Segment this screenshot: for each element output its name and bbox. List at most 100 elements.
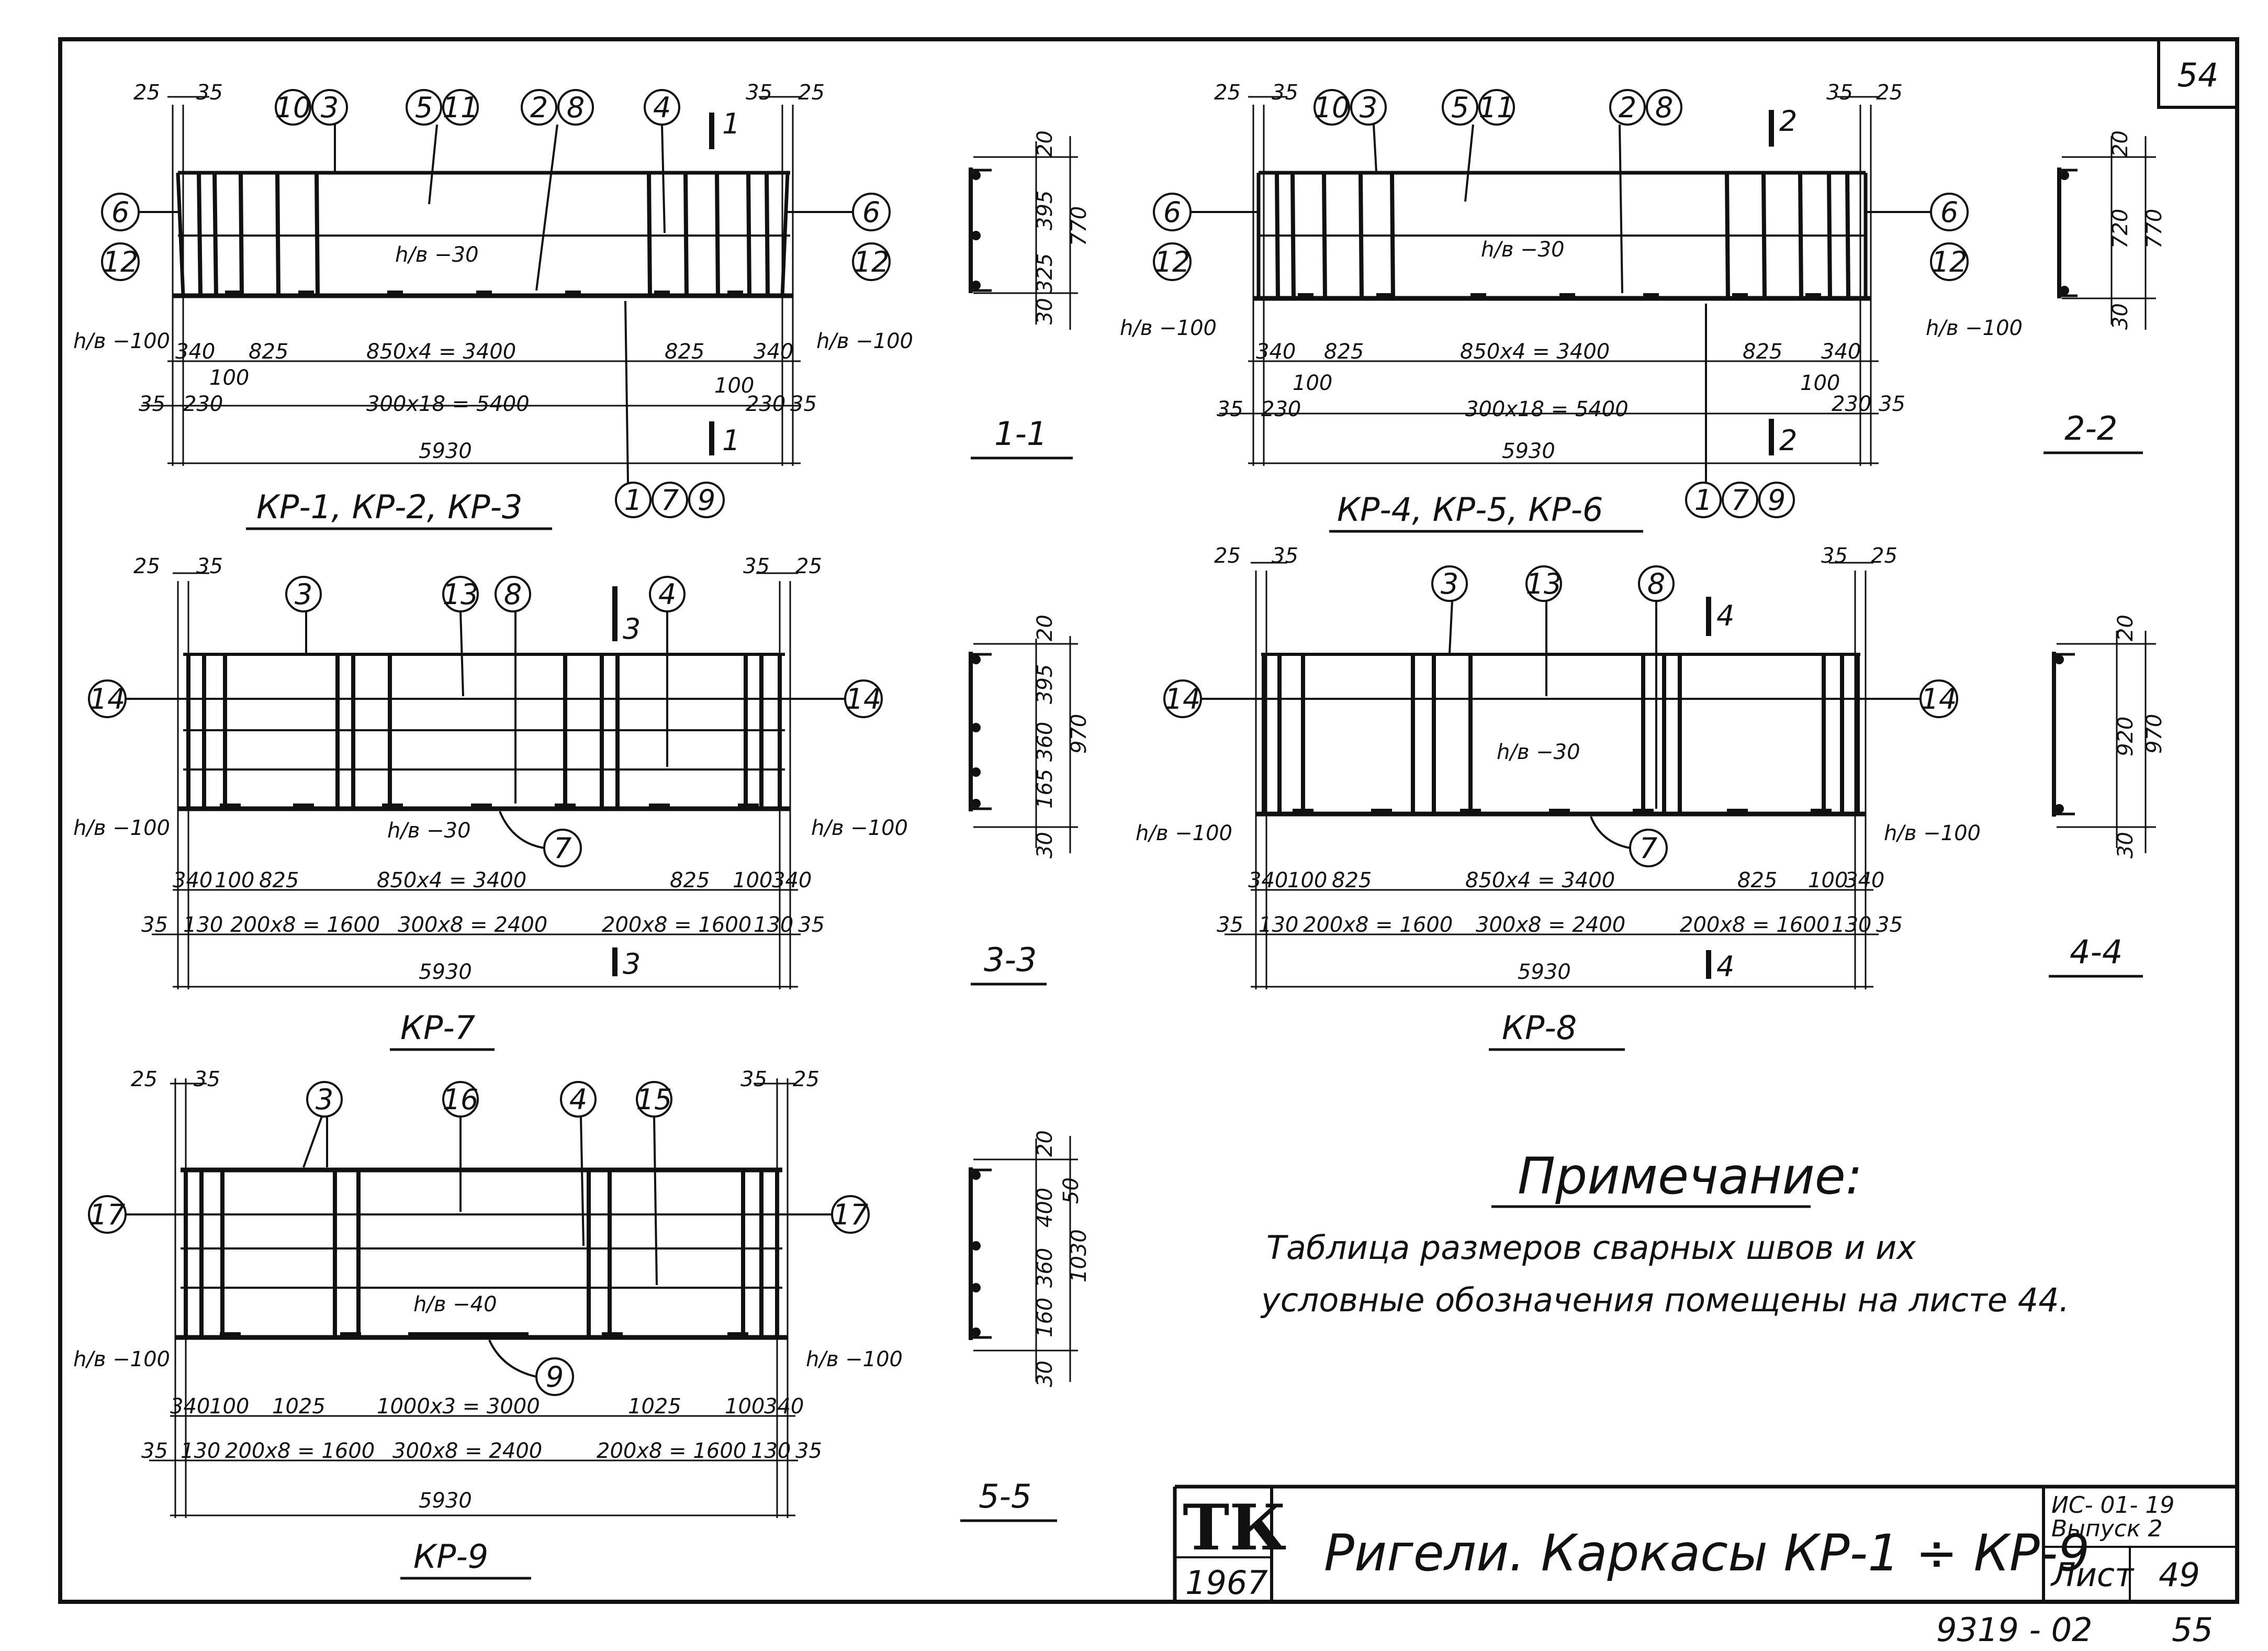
kr1-callout-1: 10	[275, 91, 311, 124]
kr8-bottom-1: 7	[1640, 832, 1657, 865]
corner-number: 54	[2177, 56, 2219, 94]
kr8-r1-1: 340	[1248, 868, 1288, 893]
kr4-r2-4: 230	[1832, 392, 1871, 416]
kr7-side-right: 14	[846, 683, 882, 716]
kr7-title: КР-7	[400, 1009, 475, 1047]
kr1-r1-1: 340	[175, 340, 215, 364]
kr8-callout-2: 13	[1526, 567, 1562, 600]
kr8-dt-1: 25	[1214, 544, 1241, 568]
kr9-title: КР-9	[413, 1537, 488, 1576]
s5-label: 5-5	[979, 1477, 1031, 1515]
s2-d2: 720	[2108, 209, 2132, 249]
kr9-callout-4: 15	[636, 1083, 672, 1116]
kr9-callout-3: 4	[569, 1083, 587, 1116]
kr8-callout-1: 3	[1441, 567, 1458, 600]
s3-d5: 30	[1033, 832, 1057, 858]
kr9-r2-2: 130	[181, 1439, 220, 1463]
s4-label: 4-4	[2070, 933, 2123, 971]
kr9-overall: 5930	[419, 1489, 472, 1513]
kr4-r1-3: 850х4 = 3400	[1460, 340, 1610, 364]
kr4-callout-1: 10	[1314, 91, 1350, 124]
kr1-r2-1: 35	[139, 392, 165, 416]
kr9-bottom-1: 9	[546, 1360, 564, 1393]
note-heading: Примечание:	[1518, 1147, 1862, 1206]
kr9-end-left: h/в −100	[73, 1347, 170, 1371]
kr8-r1-6: 100	[1808, 868, 1848, 893]
title-block-sheet-no: 49	[2159, 1556, 2200, 1594]
kr9-r2-4: 300х8 = 2400	[392, 1439, 542, 1463]
kr4-side-right-b: 12	[1932, 246, 1968, 278]
kr1-cut-bottom: 1	[722, 424, 740, 457]
s5-d2: 400	[1033, 1188, 1057, 1228]
title-block-year: 1967	[1185, 1564, 1268, 1602]
kr1-bottom-3: 9	[698, 484, 715, 517]
kr7-cut-top: 3	[623, 612, 641, 645]
section-1-1: 20 395 325 30 770 1-1	[969, 130, 1091, 460]
kr9-r1-7: 340	[764, 1395, 804, 1419]
kr9-side-right: 17	[833, 1198, 869, 1231]
kr1-sm-2: 100	[714, 374, 754, 398]
kr8-r1-2: 100	[1287, 868, 1327, 893]
kr9-r1-2: 100	[209, 1395, 249, 1419]
kr4-r1-4: 825	[1743, 340, 1782, 364]
kr1-dt-2: 35	[196, 81, 223, 105]
kr8-r2-1: 35	[1217, 913, 1243, 937]
s5-total: 1030	[1067, 1229, 1091, 1282]
kr8-dt-3: 35	[1821, 544, 1848, 568]
kr7-callout-1: 3	[295, 578, 312, 611]
kr1-sm-1: 100	[209, 366, 249, 390]
kr1-r2-5: 35	[790, 392, 817, 416]
kr4-r2-3: 300х18 = 5400	[1465, 397, 1629, 421]
kr7-r1-7: 340	[772, 868, 812, 893]
kr7-dt-2: 35	[196, 554, 223, 578]
kr9-r1-6: 100	[725, 1395, 765, 1419]
kr7-r2-7: 35	[798, 913, 825, 937]
kr9-callout-2: 16	[443, 1083, 479, 1116]
kr1-overall: 5930	[419, 439, 472, 463]
kr9-r2-6: 130	[751, 1439, 791, 1463]
kr1-r1-4: 825	[665, 340, 704, 364]
kr4-r2-5: 35	[1879, 392, 1905, 416]
kr7-r1-6: 100	[733, 868, 772, 893]
kr1-r2-2: 230	[183, 392, 223, 416]
kr7-r2-5: 200х8 = 1600	[602, 913, 751, 937]
s5-d5: 30	[1033, 1360, 1057, 1387]
kr7-end-right: h/в −100	[811, 816, 908, 840]
kr8-dt-2: 35	[1272, 544, 1298, 568]
kr1-callout-3: 5	[415, 91, 433, 124]
kr7-callout-4: 4	[658, 578, 676, 611]
title-block: ТК 1967 Ригели. Каркасы КР-1 ÷ КР-9 ИС- …	[1173, 1485, 2237, 1602]
kr8-r2-4: 300х8 = 2400	[1476, 913, 1625, 937]
kr8-r1-3: 825	[1332, 868, 1372, 893]
kr4-r1-1: 340	[1256, 340, 1296, 364]
s4-d3: 30	[2114, 832, 2138, 858]
kr4-callout-5: 2	[1619, 91, 1636, 124]
kr4-r2-1: 35	[1217, 397, 1243, 421]
kr8-r2-7: 35	[1876, 913, 1903, 937]
s3-d4: 165	[1033, 769, 1057, 809]
kr4-callout-3: 5	[1451, 91, 1469, 124]
s1-label: 1-1	[994, 415, 1047, 453]
kr7-bottom-1: 7	[554, 832, 571, 865]
kr8-end-left: h/в −100	[1136, 821, 1232, 845]
s2-d1: 20	[2108, 130, 2132, 157]
kr4-side-left-a: 6	[1163, 196, 1181, 229]
kr1-callout-6: 8	[567, 91, 585, 124]
sheet-frame	[58, 37, 2239, 1604]
s1-d3: 325	[1033, 253, 1057, 293]
kr8-r2-6: 130	[1832, 913, 1871, 937]
s3-d2: 395	[1033, 664, 1057, 704]
kr9-side-left: 17	[89, 1198, 126, 1231]
kr7-r2-1: 35	[141, 913, 168, 937]
kr7-weld-label: h/в −30	[387, 819, 471, 843]
s3-d1: 20	[1033, 615, 1057, 641]
kr9-r2-1: 35	[141, 1439, 168, 1463]
kr4-sm-1: 100	[1293, 371, 1332, 395]
kr1-callout-2: 3	[321, 91, 339, 124]
s1-d4: 30	[1033, 298, 1057, 325]
s3-total: 970	[1067, 714, 1091, 754]
kr1-weld-label: h/в −30	[395, 243, 479, 267]
section-2-2: 20 720 30 770 2-2	[2044, 130, 2166, 454]
kr7-r1-3: 825	[259, 868, 299, 893]
